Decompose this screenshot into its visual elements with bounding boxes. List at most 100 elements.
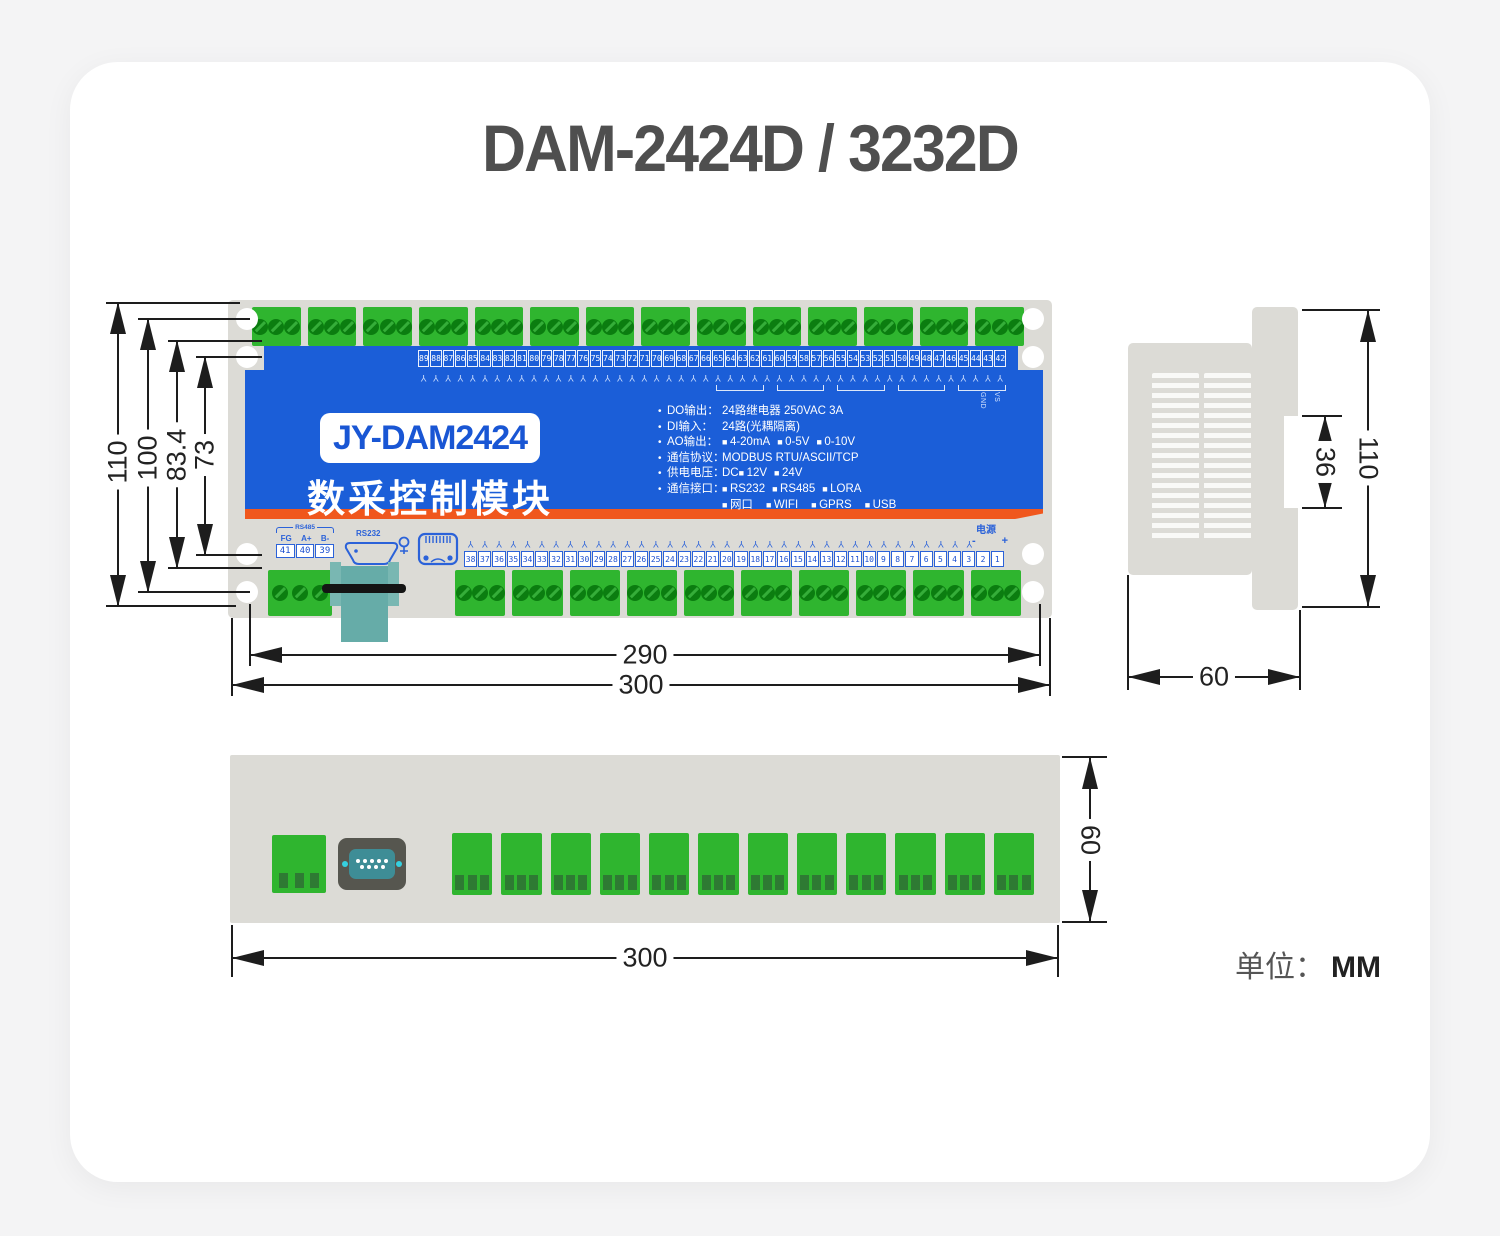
terminal-number: 89 xyxy=(418,350,430,367)
spec-bullet: • xyxy=(658,406,662,417)
terminal-block xyxy=(846,833,887,895)
terminal-block xyxy=(741,570,792,616)
terminal-screw xyxy=(284,318,301,335)
terminal-block xyxy=(649,833,690,895)
pin-symbol: Y xyxy=(595,539,602,549)
terminal-screw xyxy=(603,585,620,601)
unit-note: 单位：MM xyxy=(1235,942,1381,986)
terminal-number: 51 xyxy=(884,350,896,367)
pin-symbol: Y xyxy=(984,373,991,383)
pin-symbol: Y xyxy=(555,373,562,383)
terminal-pin xyxy=(849,875,859,890)
dim-label-110: 110 xyxy=(102,434,134,490)
rs485-pin-number: 40 xyxy=(295,544,315,558)
terminal-number: 52 xyxy=(871,350,884,367)
pin-symbol: Y xyxy=(935,373,942,383)
terminal-screw xyxy=(488,585,505,601)
db9-mount-bar xyxy=(322,584,406,593)
pin-symbol: Y xyxy=(543,373,550,383)
terminal-block xyxy=(808,307,858,346)
terminal-block xyxy=(641,307,691,346)
pin-symbol: Y xyxy=(567,373,574,383)
terminal-number: 55 xyxy=(835,350,847,367)
ext-line xyxy=(1302,507,1342,509)
accent-stripe xyxy=(245,509,1043,519)
terminal-screw xyxy=(507,318,524,335)
spec-option: USB xyxy=(865,498,897,513)
spec-label: DI输入： xyxy=(667,420,713,433)
terminal-screw xyxy=(307,318,324,335)
terminal-block xyxy=(626,570,678,616)
pin-symbol: Y xyxy=(481,373,488,383)
terminal-screw xyxy=(1004,585,1021,601)
terminal-screw xyxy=(919,318,936,335)
terminal-screw xyxy=(641,318,658,335)
terminal-number: 54 xyxy=(847,350,859,367)
pin-symbol: Y xyxy=(467,539,474,549)
mount-hole xyxy=(1022,581,1044,603)
terminal-block xyxy=(752,307,802,346)
terminal-screw xyxy=(785,318,802,335)
rs485-label: RS485 xyxy=(293,524,317,531)
pin-symbol: Y xyxy=(469,373,476,383)
terminal-screw xyxy=(472,585,489,601)
terminal-screw xyxy=(987,585,1004,601)
pin-symbol: Y xyxy=(524,539,531,549)
spec-label: AO输出： xyxy=(667,436,719,449)
terminal-block xyxy=(585,307,635,346)
rs485-pin-label: FG xyxy=(280,534,292,543)
terminal-number: 43 xyxy=(982,350,994,367)
spec-option: RS485 xyxy=(772,482,815,497)
terminal-number: 29 xyxy=(592,551,606,567)
terminal-block xyxy=(363,307,412,346)
terminal-number: 31 xyxy=(563,551,577,567)
terminal-screw xyxy=(512,585,529,601)
terminal-number: 53 xyxy=(859,350,871,367)
spec-label: 通信协议： xyxy=(667,451,725,464)
pin-symbol: Y xyxy=(610,539,617,549)
spec-option: 0-5V xyxy=(777,435,809,450)
terminal-number: 67 xyxy=(687,350,700,367)
terminal-pin xyxy=(504,875,514,890)
pin-symbol: Y xyxy=(432,373,439,383)
terminal-number: 12 xyxy=(834,551,848,567)
pin-symbol: Y xyxy=(800,373,807,383)
terminal-screw xyxy=(562,318,579,335)
terminal-number: 79 xyxy=(540,350,552,367)
pin-label-vs: VS xyxy=(993,392,1000,403)
pin-symbol: Y xyxy=(766,539,773,549)
terminal-number: 60 xyxy=(773,350,785,367)
terminal-pin xyxy=(664,875,674,890)
spec-option: 0-10V xyxy=(816,435,855,450)
terminal-block xyxy=(796,833,837,895)
terminal-screw xyxy=(530,318,547,335)
power-label: 电源 xyxy=(976,525,996,536)
spec-option: GPRS xyxy=(811,498,852,513)
terminal-number: 18 xyxy=(748,551,762,567)
pin-symbol: Y xyxy=(445,373,452,383)
pin-symbol: Y xyxy=(874,373,881,383)
pin-symbol: Y xyxy=(715,373,722,383)
ext-line xyxy=(1299,610,1301,690)
spec-bullet: • xyxy=(658,483,662,495)
terminal-number: 58 xyxy=(798,350,810,367)
terminal-number: 56 xyxy=(822,350,835,367)
dim-label-60: 60 xyxy=(1192,661,1236,693)
relay-group-brackets xyxy=(716,385,1006,391)
mount-hole xyxy=(1022,308,1044,330)
terminal-screw xyxy=(864,318,881,335)
pin-symbol: Y xyxy=(695,539,702,549)
dim-label-73: 73 xyxy=(189,433,221,477)
terminal-block xyxy=(993,833,1034,895)
terminal-screw xyxy=(657,318,674,335)
spec-line: •DI输入：24路(光耦隔离) xyxy=(658,420,1033,436)
pin-symbol: Y xyxy=(838,539,845,549)
terminal-number: 48 xyxy=(920,350,933,367)
terminal-screw xyxy=(713,318,730,335)
bottom-strip-left xyxy=(268,570,332,616)
ext-line xyxy=(1127,575,1129,690)
pin-symbol: Y xyxy=(709,539,716,549)
pin-symbol: Y xyxy=(788,373,795,383)
